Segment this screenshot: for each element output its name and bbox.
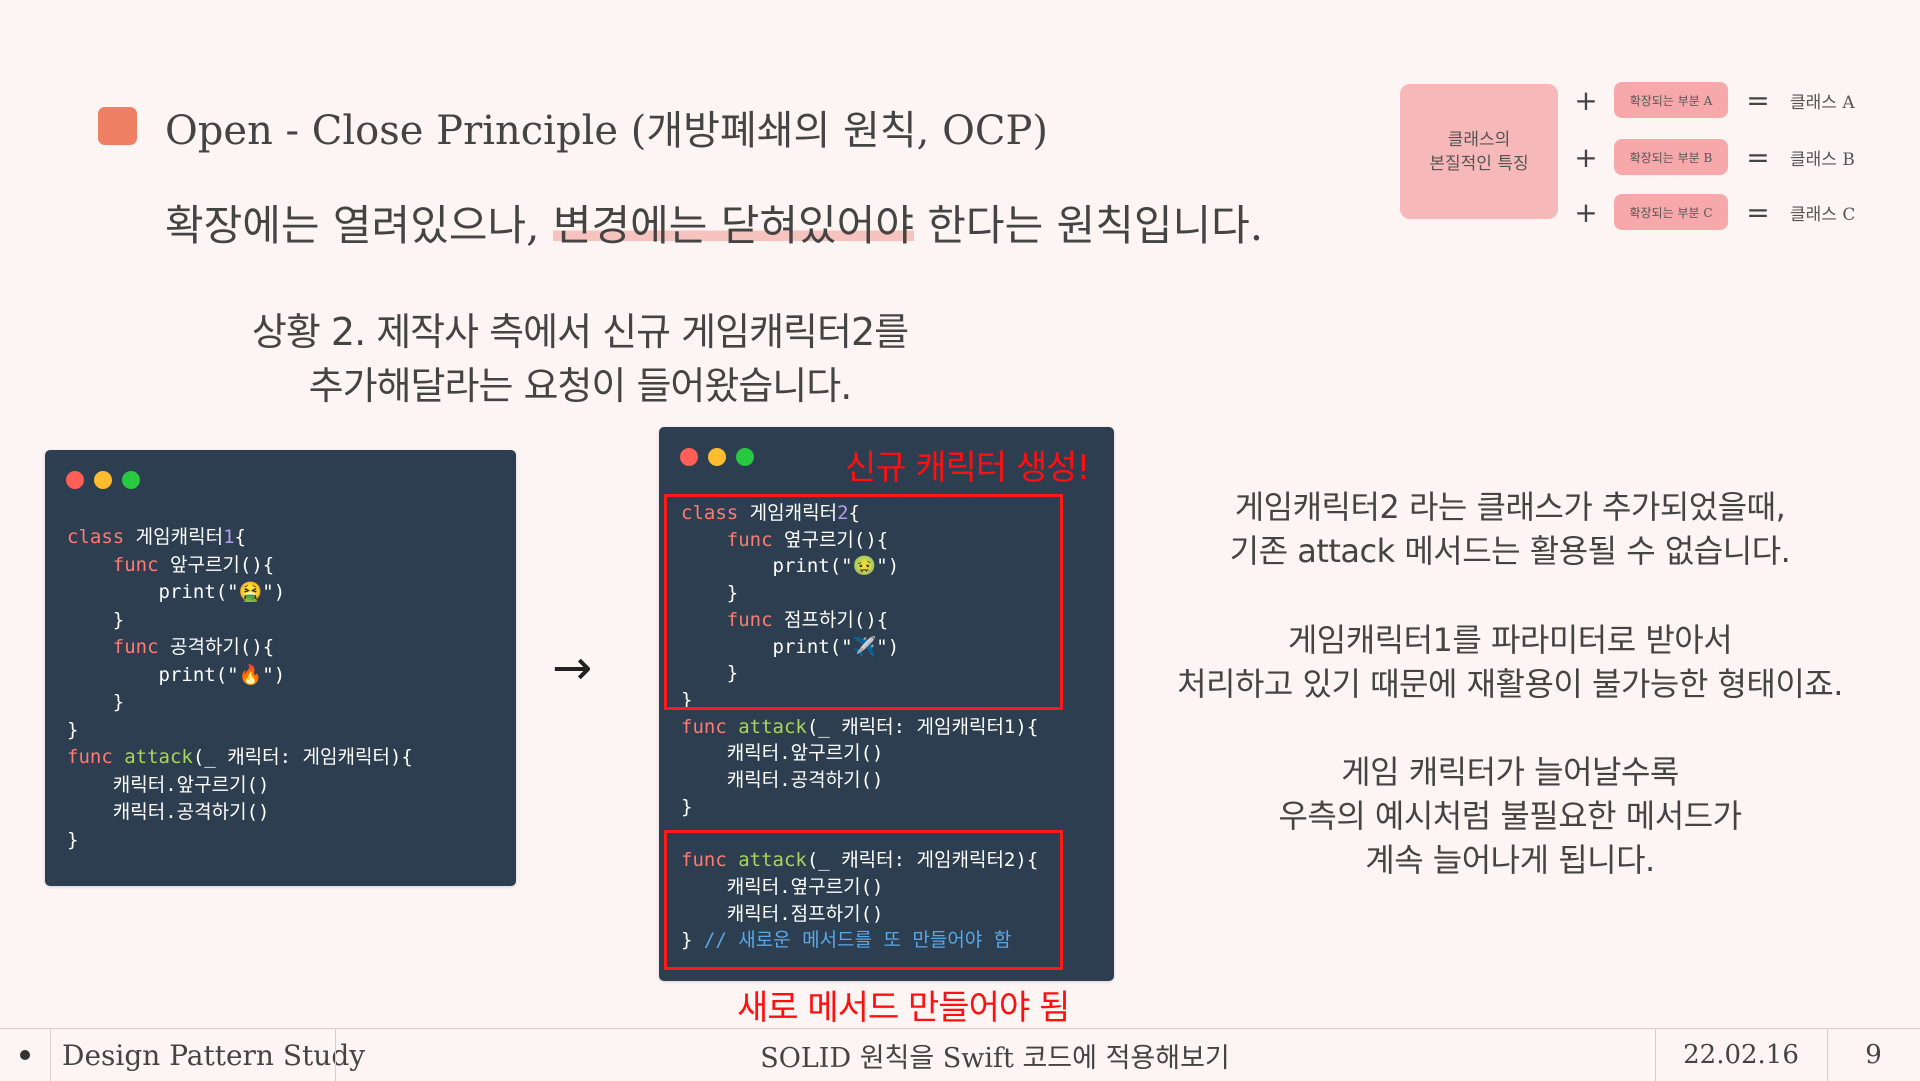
code-window-right: class 게임캐릭터2{ func 옆구르기(){ print("🤢") } … (659, 427, 1114, 981)
explain-text: 게임캐릭터1를 파라미터로 받아서 (1287, 621, 1733, 659)
class-box-line1: 클래스의 (1447, 129, 1511, 150)
minimize-dot-icon (708, 448, 726, 466)
equals-sign: = (1746, 195, 1770, 229)
subtitle-highlight: 변경에는 닫혀있어야 (552, 201, 914, 250)
close-dot-icon (680, 448, 698, 466)
explain-paragraph-1: 게임캐릭터2 라는 클래스가 추가되었을때, 기존 attack 메서드는 활용… (1140, 485, 1880, 573)
footer-dot-icon (20, 1050, 30, 1060)
diagram-row-a: + 확장되는 부분 A = 클래스 A (1572, 80, 1855, 120)
result-class-c: 클래스 C (1790, 204, 1856, 225)
explain-paragraph-3: 게임 캐릭터가 늘어날수록 우측의 예시처럼 불필요한 메서드가 계속 늘어나게… (1140, 750, 1880, 882)
explain-text: 기존 attack 메서드는 활용될 수 없습니다. (1229, 532, 1791, 570)
plus-sign: + (1574, 83, 1598, 117)
explain-text: 처리하고 있기 때문에 재활용이 불가능한 형태이죠. (1177, 665, 1843, 703)
code-block-left: class 게임캐릭터1{ func 앞구르기(){ print("🤮") } … (67, 526, 413, 851)
explain-paragraph-2: 게임캐릭터1를 파라미터로 받아서 처리하고 있기 때문에 재활용이 불가능한 … (1140, 618, 1880, 706)
new-character-label: 신규 캐릭터 생성! (845, 448, 1090, 488)
result-class-b: 클래스 B (1790, 149, 1855, 170)
window-controls (680, 448, 754, 466)
extension-box-a: 확장되는 부분 A (1614, 82, 1728, 118)
maximize-dot-icon (736, 448, 754, 466)
footer-topic: SOLID 원칙을 Swift 코드에 적용해보기 (760, 1042, 1230, 1074)
slide-subtitle: 확장에는 열려있으나, 변경에는 닫혀있어야 한다는 원칙입니다. (165, 192, 1263, 253)
code-block-right: class 게임캐릭터2{ func 옆구르기(){ print("🤢") } … (681, 502, 1039, 952)
footer-divider (50, 1029, 51, 1081)
footer-divider (1827, 1029, 1828, 1081)
transition-arrow: → (552, 640, 593, 696)
class-box-line2: 본질적인 특징 (1429, 153, 1529, 174)
explain-text: 게임 캐릭터가 늘어날수록 (1341, 753, 1679, 791)
explain-text: 게임캐릭터2 라는 클래스가 추가되었을때, (1234, 488, 1786, 526)
maximize-dot-icon (122, 471, 140, 489)
subtitle-post: 한다는 원칙입니다. (913, 201, 1264, 250)
footer-divider (1655, 1029, 1656, 1081)
new-method-highlight-box (664, 830, 1063, 970)
footer-study-name: Design Pattern Study (62, 1038, 366, 1072)
situation-heading: 상황 2. 제작사 측에서 신규 게임캐릭터2를 추가해달라는 요청이 들어왔습… (180, 305, 980, 413)
essential-class-box: 클래스의 본질적인 특징 (1400, 84, 1558, 219)
plus-sign: + (1574, 195, 1598, 229)
situation-line1: 상황 2. 제작사 측에서 신규 게임캐릭터2를 (251, 310, 909, 354)
footer-page-number: 9 (1865, 1040, 1882, 1070)
explain-text: 계속 늘어나게 됩니다. (1365, 841, 1655, 879)
extension-box-b: 확장되는 부분 B (1614, 139, 1728, 175)
plus-sign: + (1574, 140, 1598, 174)
explain-text: 우측의 예시처럼 불필요한 메서드가 (1278, 797, 1742, 835)
footer-divider (335, 1029, 336, 1081)
slide-footer: Design Pattern Study SOLID 원칙을 Swift 코드에… (0, 1028, 1920, 1081)
code-window-left: class 게임캐릭터1{ func 앞구르기(){ print("🤮") } … (45, 450, 516, 886)
minimize-dot-icon (94, 471, 112, 489)
situation-line2: 추가해달라는 요청이 들어왔습니다. (308, 364, 853, 408)
diagram-row-c: + 확장되는 부분 C = 클래스 C (1572, 192, 1855, 232)
footer-date: 22.02.16 (1683, 1040, 1799, 1070)
title-bullet-square (98, 107, 137, 145)
extension-box-c: 확장되는 부분 C (1614, 194, 1728, 230)
new-class-highlight-box (664, 494, 1063, 710)
subtitle-pre: 확장에는 열려있으나, (165, 201, 553, 250)
equals-sign: = (1746, 83, 1770, 117)
close-dot-icon (66, 471, 84, 489)
result-class-a: 클래스 A (1790, 92, 1855, 113)
window-controls (66, 471, 140, 489)
slide-title: Open - Close Principle (개방폐쇄의 원칙, OCP) (165, 108, 1049, 154)
new-method-label: 새로 메서드 만들어야 됨 (737, 988, 1070, 1028)
equals-sign: = (1746, 140, 1770, 174)
diagram-row-b: + 확장되는 부분 B = 클래스 B (1572, 137, 1855, 177)
